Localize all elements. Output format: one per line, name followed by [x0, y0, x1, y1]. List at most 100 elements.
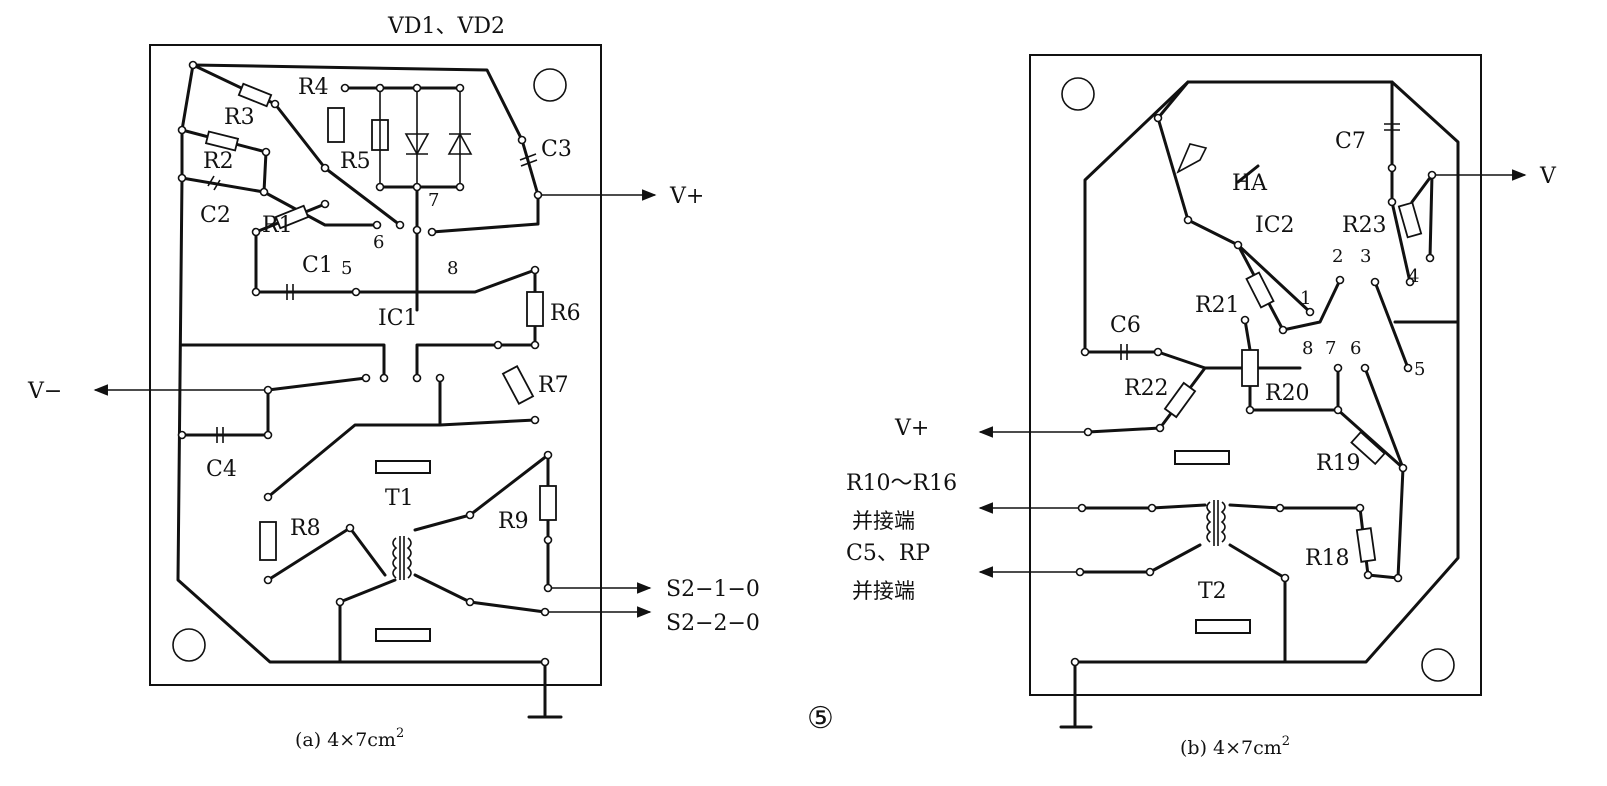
trace-a-r8	[266, 526, 387, 582]
terminal-b-r-line2: 并接端	[852, 509, 915, 533]
terminal-a-s2-1: S2−1−0	[666, 577, 760, 602]
terminal-a-vplus: V+	[669, 184, 704, 209]
trace-b-outer	[1073, 80, 1460, 664]
trace-b-ic-right	[1373, 280, 1410, 370]
capacitor-c6	[1120, 344, 1128, 360]
pin-label-2: 2	[1332, 246, 1343, 267]
label-r19: R19	[1316, 451, 1361, 476]
resistor-r19	[1350, 430, 1386, 466]
mount-hole-b-top-left	[1061, 77, 1095, 111]
trace-a-left-edge	[176, 176, 547, 664]
resistor-r4	[327, 107, 345, 143]
trace-b-r-line	[1080, 503, 1207, 510]
label-r22: R22	[1124, 376, 1169, 401]
label-ha: HA	[1232, 171, 1268, 196]
resistor-r22	[1163, 381, 1197, 419]
label-r21: R21	[1195, 293, 1240, 318]
trace-b-r20-bottom	[1248, 366, 1340, 412]
pin-label-1: 1	[1300, 288, 1311, 309]
transformer-t2-core-bottom	[1195, 619, 1251, 634]
capacitor-c1	[286, 284, 294, 300]
trace-b-c7	[1390, 80, 1412, 284]
resistor-r18	[1355, 527, 1377, 563]
terminal-b-c-line2: 并接端	[852, 579, 915, 603]
figure-number: ⑤	[807, 701, 834, 736]
trace-a-top	[191, 63, 524, 142]
trace-b-c6	[1083, 350, 1302, 370]
panel-a: VD1、VD2 R3 R4 R2 R5 C2 C3 R1 C1 IC1 5 6 …	[27, 14, 760, 751]
terminal-b-c-line1: C5、RP	[846, 541, 930, 566]
capacitor-c4	[216, 427, 224, 443]
trace-a-r7-bottom	[266, 376, 537, 499]
resistor-r7	[501, 365, 535, 405]
label-r3: R3	[224, 105, 255, 130]
label-ic1: IC1	[378, 306, 418, 331]
trace-b-ha	[1156, 80, 1312, 314]
capacitor-c2	[207, 175, 221, 191]
resistor-r20	[1241, 349, 1259, 387]
resistor-r23	[1397, 201, 1423, 239]
pin-label-8: 8	[1302, 338, 1313, 359]
label-t2-visible: T2	[1198, 579, 1227, 604]
terminal-a-vminus: V−	[27, 379, 62, 404]
trace-b-t2-bottom	[1228, 543, 1287, 664]
terminal-a-s2-2: S2−2−0	[666, 611, 760, 636]
resistor-r2	[204, 130, 240, 152]
pads-b	[1070, 113, 1437, 667]
pin-label-3: 3	[1360, 246, 1371, 267]
caption-a: (a) 4×7cm2	[295, 726, 404, 751]
transformer-t1-core-bottom	[375, 628, 431, 642]
mount-hole-a-top-right	[533, 68, 567, 102]
label-r1: R1	[262, 213, 293, 238]
board-b-outline	[1029, 54, 1482, 696]
label-r20: R20	[1265, 381, 1310, 406]
label-r18: R18	[1305, 546, 1350, 571]
trace-a-mid-right	[415, 343, 500, 380]
label-r9: R9	[498, 509, 529, 534]
pin-label-6: 6	[1350, 338, 1361, 359]
transformer-t1-windings	[392, 536, 412, 580]
trace-a-c4	[180, 388, 270, 437]
trace-a-ic-pin	[354, 268, 537, 294]
label-vd1-vd2: VD1、VD2	[387, 14, 505, 39]
speaker-ha-pointer	[1236, 164, 1260, 184]
mount-hole-b-bottom-right	[1421, 648, 1455, 682]
label-r23: R23	[1342, 213, 1387, 238]
pin-label-5: 5	[341, 258, 352, 279]
pin-label-4: 4	[1408, 266, 1419, 287]
label-ic2: IC2	[1255, 213, 1295, 238]
label-c2: C2	[200, 203, 231, 228]
terminal-b-r-line1: R10～R16	[846, 471, 957, 496]
trace-a-s2-2	[413, 573, 547, 614]
diode-vd2	[447, 132, 473, 155]
capacitor-c7	[1384, 123, 1400, 131]
resistor-r9	[539, 485, 557, 521]
pin-label-7: 7	[428, 190, 439, 211]
trace-b-t2-right	[1228, 503, 1282, 510]
label-r7: R7	[538, 373, 569, 398]
label-r5: R5	[340, 149, 371, 174]
trace-a-c2-net	[180, 176, 266, 194]
trace-a-left-upper	[180, 63, 195, 180]
terminal-b-v: V	[1539, 164, 1557, 189]
label-c1: C1	[302, 253, 333, 278]
transformer-t1-core-top	[375, 460, 431, 474]
terminal-b-vplus: V+	[894, 416, 929, 441]
label-r6: R6	[550, 301, 581, 326]
transformer-t2-core-top	[1174, 450, 1230, 465]
pin-label-8: 8	[447, 258, 458, 279]
label-r8: R8	[290, 516, 321, 541]
mount-hole-a-bottom-left	[172, 628, 206, 662]
resistor-r3	[237, 82, 273, 108]
diode-vd1	[404, 133, 430, 156]
panel-b: HA C7 IC2 R23 1 2 3 4 5 6 7 8 R21 C6 R22…	[846, 54, 1557, 759]
pin-label-5: 5	[1414, 359, 1425, 380]
trace-a-mid-left	[180, 343, 386, 380]
trace-b-c-line	[1078, 543, 1202, 574]
label-r4: R4	[298, 75, 329, 100]
trace-a-r3-r4	[191, 63, 402, 227]
resistor-r21	[1245, 271, 1275, 309]
trace-a-t1-bottom	[338, 578, 397, 664]
caption-b: (b) 4×7cm2	[1180, 734, 1290, 759]
